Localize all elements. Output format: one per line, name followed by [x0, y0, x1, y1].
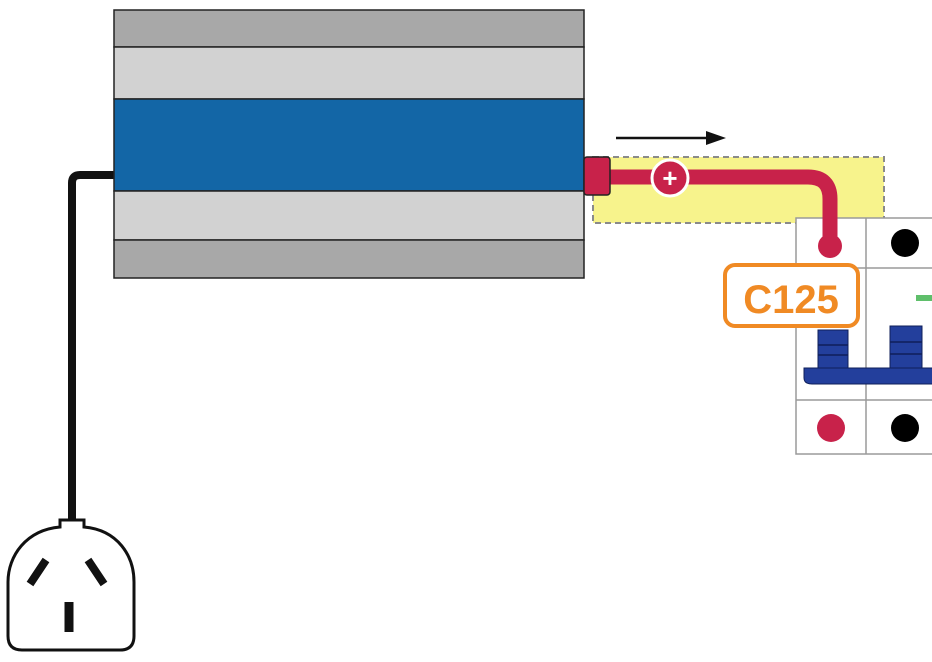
breaker-rating: C125	[743, 278, 839, 322]
power-unit	[113, 9, 585, 279]
rating-badge: C125	[723, 263, 860, 328]
highlight-zone	[592, 156, 885, 224]
cable-end-cap	[818, 234, 842, 258]
power-cord	[68, 171, 114, 530]
terminal-top-right	[891, 229, 919, 257]
right-arrow-icon	[616, 131, 726, 145]
cable-connector	[583, 156, 611, 196]
breaker-lever	[803, 325, 932, 385]
terminal-bottom-left	[817, 414, 845, 442]
terminal-bottom-right	[891, 414, 919, 442]
polarity-symbol: +	[662, 163, 677, 193]
plus-circle-icon: +	[650, 158, 690, 198]
unit-band	[113, 98, 585, 192]
circuit-breaker	[795, 217, 932, 455]
power-outlet-icon	[6, 518, 136, 652]
positive-cable	[606, 169, 838, 246]
